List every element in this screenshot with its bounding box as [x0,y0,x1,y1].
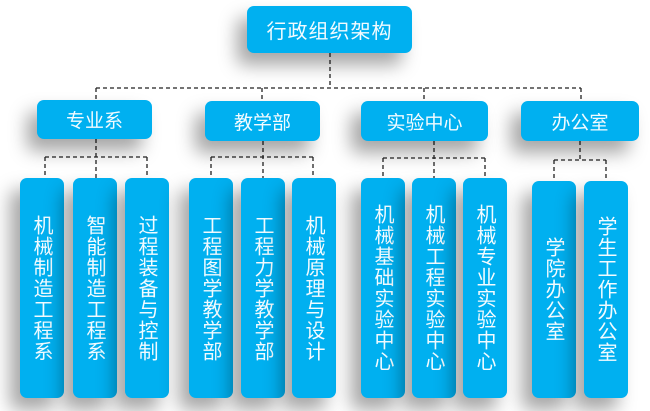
dept-label: 专业系 [65,110,123,132]
unit-node: 机械原理与设计 [292,178,336,398]
unit-label: 机械工程实验中心 [422,204,446,372]
unit-node: 工程图学教学部 [189,178,233,398]
unit-node: 工程力学教学部 [241,178,285,398]
dept-node-1: 专业系 [37,100,152,139]
dept-label: 教学部 [233,111,291,134]
dept-node-3: 实验中心 [361,101,488,141]
unit-label: 学院办公室 [542,237,566,342]
unit-node: 机械工程实验中心 [412,178,456,398]
unit-label: 机械基础实验中心 [371,204,395,372]
unit-node: 机械基础实验中心 [361,178,405,398]
root-label: 行政组织架构 [266,19,393,43]
unit-label: 机械原理与设计 [302,214,326,362]
unit-node: 学生工作办公室 [584,181,628,398]
dept-label: 办公室 [551,111,609,134]
root-node: 行政组织架构 [247,6,412,53]
unit-node: 智能制造工程系 [73,178,117,398]
unit-label: 工程力学教学部 [251,214,275,362]
unit-node: 过程装备与控制 [125,178,169,398]
unit-node: 学院办公室 [532,181,576,398]
unit-label: 机械专业实验中心 [473,204,497,372]
unit-label: 智能制造工程系 [83,214,107,362]
dept-node-2: 教学部 [205,101,320,141]
unit-label: 机械制造工程系 [30,214,54,362]
dept-label: 实验中心 [386,111,463,134]
unit-label: 学生工作办公室 [594,216,618,363]
unit-node: 机械专业实验中心 [463,178,507,398]
unit-node: 机械制造工程系 [20,178,64,398]
dept-node-4: 办公室 [521,101,639,141]
unit-label: 过程装备与控制 [135,214,159,362]
unit-label: 工程图学教学部 [199,214,223,362]
